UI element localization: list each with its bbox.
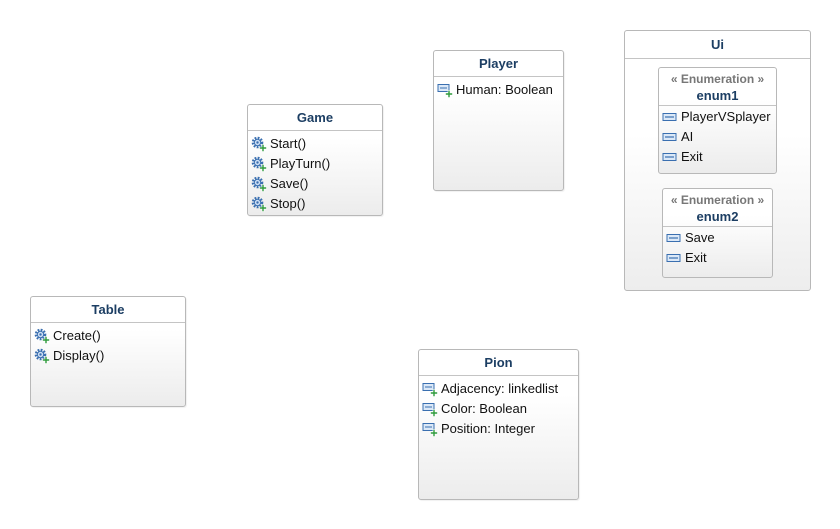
operation-icon <box>251 136 267 152</box>
literal-item[interactable]: Exit <box>659 147 776 167</box>
enum-stereotype: « Enumeration » <box>670 193 765 207</box>
enum-header: « Enumeration » enum1 <box>659 68 776 106</box>
operation-label: Start() <box>270 136 307 151</box>
attribute-label: Position: Integer <box>441 421 535 436</box>
operation-label: Stop() <box>270 196 306 211</box>
attribute-label: Adjacency: linkedlist <box>441 381 559 396</box>
literal-label: AI <box>681 129 694 144</box>
literals-list: Save Exit <box>663 227 772 268</box>
operation-icon <box>251 196 267 212</box>
literal-item[interactable]: PlayerVSplayer <box>659 107 776 127</box>
operation-item[interactable]: Create() <box>31 326 185 346</box>
operation-item[interactable]: PlayTurn() <box>248 154 382 174</box>
class-name: Player <box>434 51 563 77</box>
enum-literal-icon <box>666 250 682 266</box>
attribute-icon <box>422 401 438 417</box>
enum-literal-icon <box>666 230 682 246</box>
enum-literal-icon <box>662 149 678 165</box>
literal-item[interactable]: Save <box>663 228 772 248</box>
enum-stereotype: « Enumeration » <box>670 72 765 86</box>
operation-item[interactable]: Display() <box>31 346 185 366</box>
class-game[interactable]: Game Start() PlayTurn() Save() <box>247 104 383 216</box>
literal-item[interactable]: AI <box>659 127 776 147</box>
class-name: Game <box>248 105 382 131</box>
attribute-icon <box>422 421 438 437</box>
attributes-list: Adjacency: linkedlist Color: Boolean Pos… <box>419 376 578 439</box>
operation-icon <box>34 348 50 364</box>
operation-label: Display() <box>53 348 105 363</box>
literal-label: Save <box>685 230 715 245</box>
enum-enum1[interactable]: « Enumeration » enum1 PlayerVSplayer AI <box>658 67 777 174</box>
operations-list: Create() Display() <box>31 323 185 366</box>
operation-item[interactable]: Start() <box>248 134 382 154</box>
class-name: Pion <box>419 350 578 376</box>
attribute-item[interactable]: Adjacency: linkedlist <box>419 379 578 399</box>
enum-literal-icon <box>662 109 678 125</box>
operation-label: PlayTurn() <box>270 156 331 171</box>
operation-icon <box>251 176 267 192</box>
literals-list: PlayerVSplayer AI Exit <box>659 106 776 167</box>
operation-icon <box>251 156 267 172</box>
attribute-item[interactable]: Position: Integer <box>419 419 578 439</box>
attribute-label: Human: Boolean <box>456 82 553 97</box>
class-name: Table <box>31 297 185 323</box>
class-player[interactable]: Player Human: Boolean <box>433 50 564 191</box>
operations-list: Start() PlayTurn() Save() Stop() <box>248 131 382 214</box>
class-table[interactable]: Table Create() Display() <box>30 296 186 407</box>
literal-label: Exit <box>681 149 703 164</box>
attributes-list: Human: Boolean <box>434 77 563 100</box>
enum-header: « Enumeration » enum2 <box>663 189 772 227</box>
literal-item[interactable]: Exit <box>663 248 772 268</box>
enum-literal-icon <box>662 129 678 145</box>
package-name: Ui <box>625 31 810 59</box>
literal-label: Exit <box>685 250 707 265</box>
operation-label: Save() <box>270 176 309 191</box>
literal-label: PlayerVSplayer <box>681 109 771 124</box>
operation-item[interactable]: Stop() <box>248 194 382 214</box>
operation-icon <box>34 328 50 344</box>
enum-name: enum1 <box>696 88 739 103</box>
attribute-item[interactable]: Color: Boolean <box>419 399 578 419</box>
attribute-label: Color: Boolean <box>441 401 527 416</box>
attribute-icon <box>422 381 438 397</box>
enum-enum2[interactable]: « Enumeration » enum2 Save Exit <box>662 188 773 278</box>
operation-item[interactable]: Save() <box>248 174 382 194</box>
attribute-item[interactable]: Human: Boolean <box>434 80 563 100</box>
operation-label: Create() <box>53 328 101 343</box>
class-pion[interactable]: Pion Adjacency: linkedlist Color: Boolea… <box>418 349 579 500</box>
enum-name: enum2 <box>696 209 739 224</box>
attribute-icon <box>437 82 453 98</box>
package-ui[interactable]: Ui « Enumeration » enum1 PlayerVSplayer … <box>624 30 811 291</box>
